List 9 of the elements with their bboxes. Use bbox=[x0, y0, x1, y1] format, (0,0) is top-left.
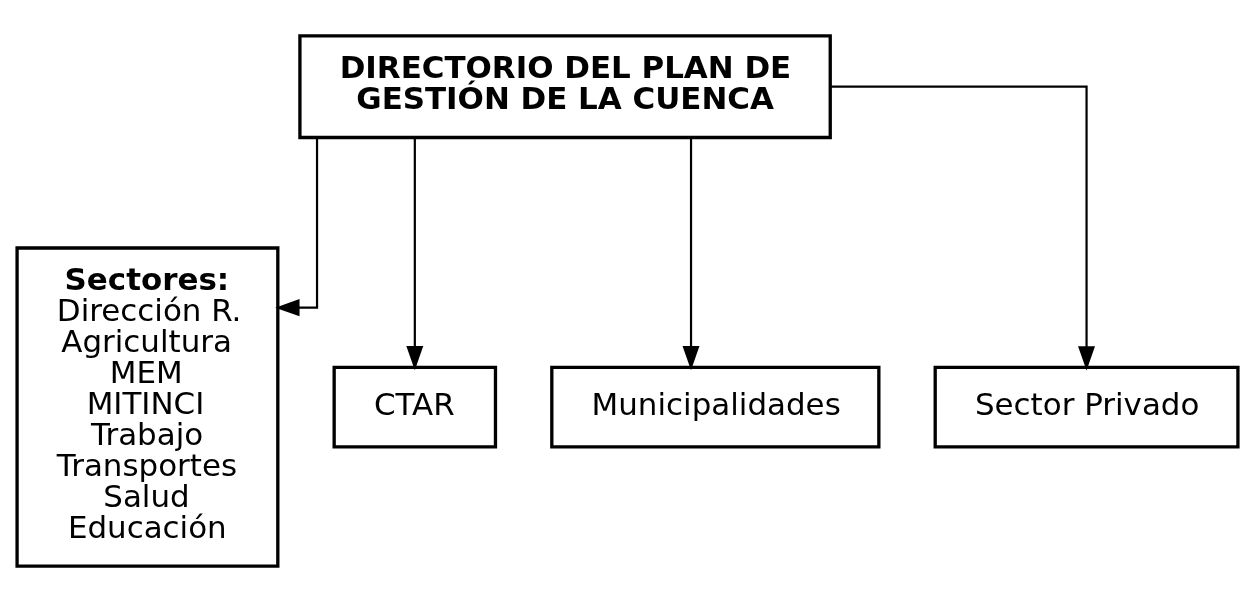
arrow bbox=[406, 137, 424, 370]
node-box: Sectores: Dirección R. Agricultura MEM MITINCI Trabajo Transportes Salud Educación bbox=[15, 245, 280, 568]
node-box: Sector Privado bbox=[933, 365, 1240, 448]
node-box: CTAR bbox=[332, 365, 498, 448]
node-box: Municipalidades bbox=[550, 365, 881, 448]
arrow bbox=[830, 85, 1096, 370]
arrow bbox=[275, 137, 319, 316]
arrow bbox=[682, 137, 700, 370]
node-box: DIRECTORIO DEL PLAN DE GESTIÓN DE LA CUENCA bbox=[298, 33, 832, 139]
